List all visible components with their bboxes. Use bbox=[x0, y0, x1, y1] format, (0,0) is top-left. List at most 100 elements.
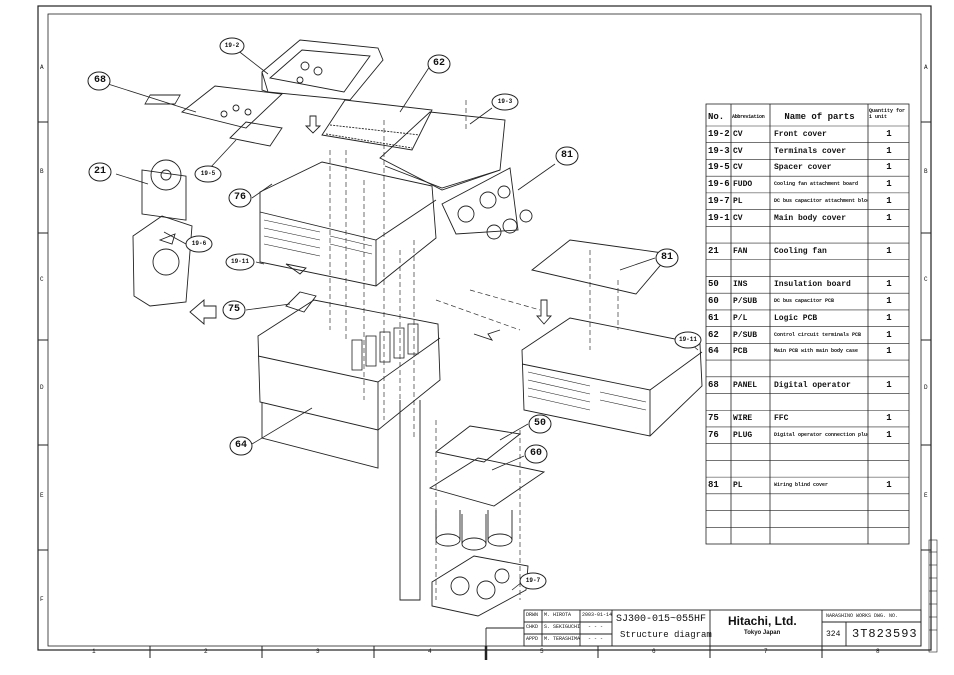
model-number: SJ300-015~055HF bbox=[616, 614, 707, 625]
parts-cell-qty: 1 bbox=[886, 129, 892, 139]
parts-cell-no: 19-7 bbox=[708, 195, 730, 206]
parts-cell-name: Control circuit terminals PCB bbox=[774, 331, 862, 338]
row-label-D: D bbox=[40, 384, 44, 391]
row-label-F: F bbox=[40, 596, 44, 603]
parts-cell-abbr: PANEL bbox=[733, 380, 758, 390]
works-label: NARASHINO WORKS DWG. NO. bbox=[826, 613, 899, 619]
parts-cell-qty: 1 bbox=[886, 195, 892, 206]
row-label-D-right: D bbox=[924, 384, 928, 391]
parts-cell-name: Logic PCB bbox=[774, 313, 818, 323]
drawing-title: Structure diagram bbox=[620, 630, 712, 640]
callout-62: 62 bbox=[432, 58, 445, 69]
callout-76: 76 bbox=[233, 192, 246, 203]
callout-19-11-circle bbox=[225, 253, 255, 271]
drwn-name: M. HIROTA bbox=[544, 612, 572, 618]
parts-cell-abbr: P/L bbox=[733, 313, 748, 323]
parts-cell-abbr: PL bbox=[733, 196, 743, 206]
parts-cell-no: 81 bbox=[708, 480, 719, 491]
callout-64-circle bbox=[229, 436, 253, 456]
callout-50-circle bbox=[528, 414, 552, 434]
callout-68-circle bbox=[87, 71, 111, 91]
chkd-label: CHKD bbox=[526, 624, 539, 630]
parts-cell-abbr: INS bbox=[733, 280, 748, 290]
parts-cell-abbr: FUDO bbox=[733, 180, 753, 190]
callout-81b-circle bbox=[655, 248, 679, 268]
parts-cell-qty: 1 bbox=[886, 162, 892, 173]
callout-19-5-circle bbox=[194, 165, 222, 183]
row-label-E: E bbox=[40, 492, 44, 499]
row-label-B: B bbox=[40, 168, 44, 175]
parts-cell-name: Digital operator bbox=[774, 380, 851, 390]
parts-cell-name: Cooling fan attachment board bbox=[774, 181, 859, 188]
callout-76-circle bbox=[228, 188, 252, 208]
dwg-prefix: 324 bbox=[826, 630, 841, 639]
callout-68: 68 bbox=[93, 75, 106, 86]
parts-cell-abbr: CV bbox=[733, 130, 743, 139]
chkd-date: - - - bbox=[588, 624, 604, 630]
callout-19-3-circle bbox=[491, 93, 519, 111]
company-name: Hitachi, Ltd. bbox=[728, 614, 797, 628]
chkd-name: S. SEKIGUCHI bbox=[544, 624, 581, 630]
appd-date: - - - bbox=[588, 636, 604, 642]
parts-cell-name: DC bus capacitor PCB bbox=[774, 298, 835, 305]
parts-cell-no: 62 bbox=[708, 329, 719, 340]
parts-cell-no: 68 bbox=[708, 379, 719, 390]
parts-cell-no: 19-3 bbox=[708, 145, 730, 156]
parts-header-abbr: Abbreviation bbox=[732, 114, 765, 120]
parts-cell-name: Spacer cover bbox=[774, 163, 832, 173]
drwn-label: DRWN bbox=[526, 612, 539, 618]
parts-cell-no: 75 bbox=[708, 413, 719, 424]
parts-cell-no: 76 bbox=[708, 429, 719, 440]
parts-cell-name: FFC bbox=[774, 414, 789, 424]
parts-cell-no: 19-6 bbox=[708, 179, 730, 190]
parts-cell-qty: 1 bbox=[886, 246, 892, 257]
parts-cell-qty: 1 bbox=[886, 179, 892, 190]
parts-cell-name: DC bus capacitor attachment block bbox=[774, 197, 868, 204]
parts-cell-no: 50 bbox=[708, 279, 719, 290]
callout-19-11b: 19-11 bbox=[678, 336, 697, 343]
callout-81a: 81 bbox=[560, 150, 573, 161]
parts-cell-no: 60 bbox=[708, 296, 719, 307]
callout-64: 64 bbox=[234, 440, 247, 451]
parts-cell-qty: 1 bbox=[886, 413, 892, 424]
parts-cell-qty: 1 bbox=[886, 429, 892, 440]
parts-cell-qty: 1 bbox=[886, 329, 892, 340]
parts-cell-name: Main body cover bbox=[774, 213, 847, 223]
callout-19-2-circle bbox=[219, 37, 245, 55]
col-label-5: 5 bbox=[540, 648, 544, 655]
parts-cell-qty: 1 bbox=[886, 480, 892, 491]
parts-cell-abbr: PL bbox=[733, 481, 743, 491]
col-label-3: 3 bbox=[316, 648, 320, 655]
callout-81b: 81 bbox=[660, 252, 673, 263]
row-label-E-right: E bbox=[924, 492, 928, 499]
callout-62-circle bbox=[427, 54, 451, 74]
col-label-4: 4 bbox=[428, 648, 432, 655]
callout-21: 21 bbox=[93, 166, 106, 177]
appd-name: M. TERASHIMA bbox=[544, 636, 581, 642]
parts-cell-abbr: FAN bbox=[733, 247, 748, 257]
parts-cell-abbr: CV bbox=[733, 146, 743, 156]
parts-cell-name: Main PCB with main body case bbox=[774, 348, 859, 355]
parts-cell-abbr: WIRE bbox=[733, 414, 753, 424]
parts-cell-no: 19-5 bbox=[708, 162, 730, 173]
callout-19-7-circle bbox=[519, 572, 547, 590]
parts-header-qty: Quantity for 1 unit bbox=[869, 108, 906, 120]
parts-cell-name: Cooling fan bbox=[774, 247, 827, 257]
callout-19-11: 19-11 bbox=[230, 258, 249, 265]
callout-19-7: 19-7 bbox=[525, 577, 541, 584]
callout-75-circle bbox=[222, 300, 246, 320]
callout-19-6: 19-6 bbox=[191, 240, 207, 247]
parts-cell-qty: 1 bbox=[886, 212, 892, 223]
callout-19-3: 19-3 bbox=[497, 98, 513, 105]
dwg-number: 3T823593 bbox=[852, 627, 918, 641]
col-label-2: 2 bbox=[204, 648, 208, 655]
callout-19-11b-circle bbox=[674, 331, 702, 349]
parts-header-no: No. bbox=[708, 112, 725, 122]
callout-50: 50 bbox=[533, 418, 546, 429]
parts-cell-abbr: P/SUB bbox=[733, 297, 758, 307]
parts-table-grid bbox=[705, 103, 910, 545]
parts-cell-qty: 1 bbox=[886, 379, 892, 390]
parts-cell-no: 19-11 bbox=[708, 212, 730, 223]
callout-19-6-circle bbox=[185, 235, 213, 253]
